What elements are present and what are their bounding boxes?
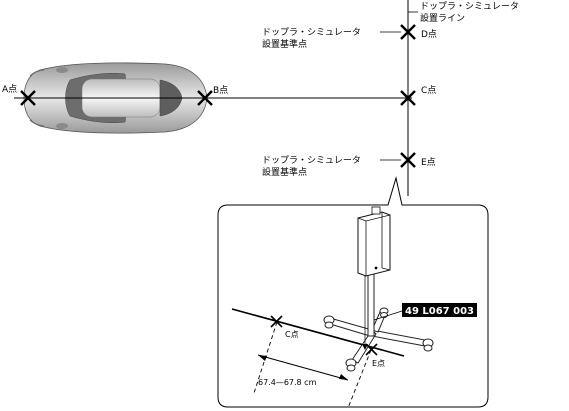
ref-e-label-top: ドップラ・シミュレータ [262,155,361,166]
tool-tag-background [402,303,477,317]
point-b-marker [197,90,213,106]
distance-label: 67.4—67.8 cm [258,378,317,387]
point-d-marker [400,24,416,40]
point-c-marker [400,90,416,106]
ref-d-label-top: ドップラ・シミュレータ [262,27,361,38]
doppler-simulator-stand [323,206,434,372]
detail-point-e-marker [365,343,378,356]
point-a-marker [20,90,36,106]
point-a-label: A点 [2,84,17,95]
point-b-label: B点 [213,85,228,96]
detail-dash-e [347,349,372,409]
detail-point-e-label: E点 [372,359,385,368]
distance-dimension-arrow [257,354,349,381]
detail-floor-line [231,308,405,357]
point-c-label: C点 [421,85,436,96]
tool-tag-leader [373,310,403,321]
detail-point-c-marker [270,315,283,328]
detail-point-c-label: C点 [285,330,299,339]
setup-line-label-top: ドップラ・シミュレータ [420,1,519,12]
point-e-label: E点 [421,157,436,168]
point-e-marker [400,152,416,168]
detail-callout-box [217,176,489,408]
ref-e-label-bottom: 設置基準点 [262,166,307,178]
point-d-label: D点 [421,29,437,40]
setup-line-label-bottom: 設置ライン [420,12,465,24]
tool-part-number: 49 L067 003 [405,306,474,317]
ref-d-label-bottom: 設置基準点 [262,38,307,50]
